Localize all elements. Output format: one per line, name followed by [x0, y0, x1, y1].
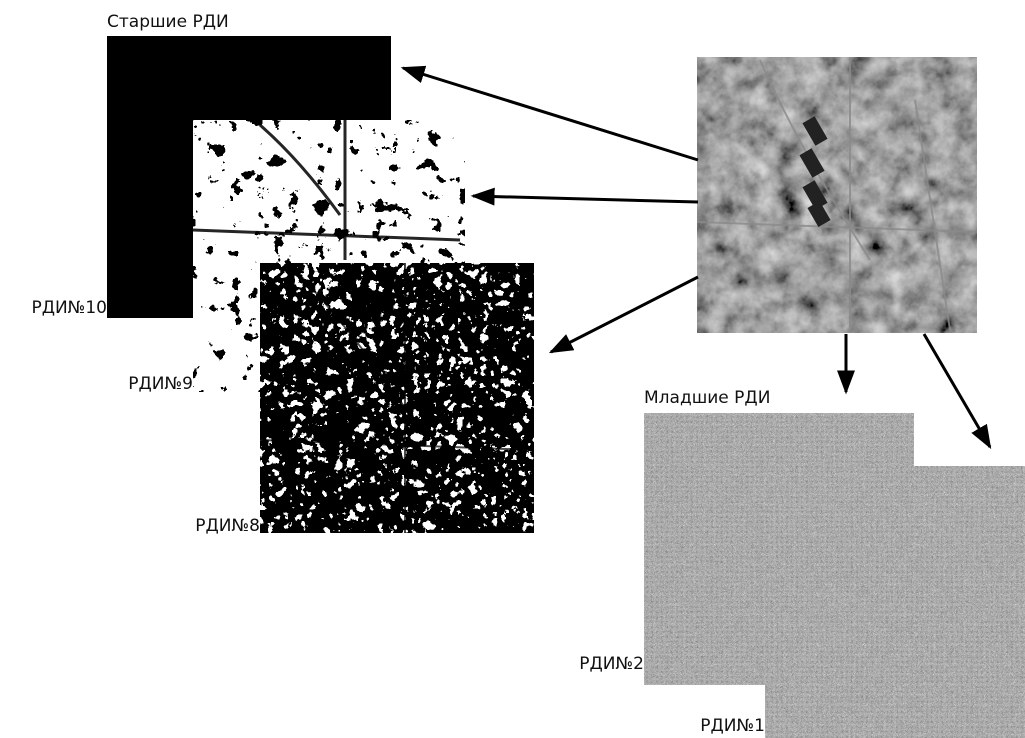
source-image — [696, 57, 978, 333]
plane-8-label: РДИ№8 — [195, 516, 260, 536]
plane-1-label: РДИ№1 — [700, 716, 765, 736]
high-planes-title: Старшие РДИ — [107, 12, 229, 32]
low-planes-title: Младшие РДИ — [644, 388, 771, 408]
arrows — [400, 65, 992, 450]
arrow-to-plane-1 — [922, 333, 992, 450]
plane-9-label: РДИ№9 — [128, 374, 193, 394]
arrow-to-plane-8 — [548, 275, 699, 354]
plane-2-label: РДИ№2 — [579, 654, 644, 674]
arrow-to-plane-9 — [470, 187, 699, 206]
bit-plane-1-image — [765, 466, 1025, 738]
bit-plane-8-image — [259, 263, 535, 533]
arrow-to-plane-10 — [400, 65, 699, 162]
plane-10-label: РДИ№10 — [31, 298, 107, 318]
